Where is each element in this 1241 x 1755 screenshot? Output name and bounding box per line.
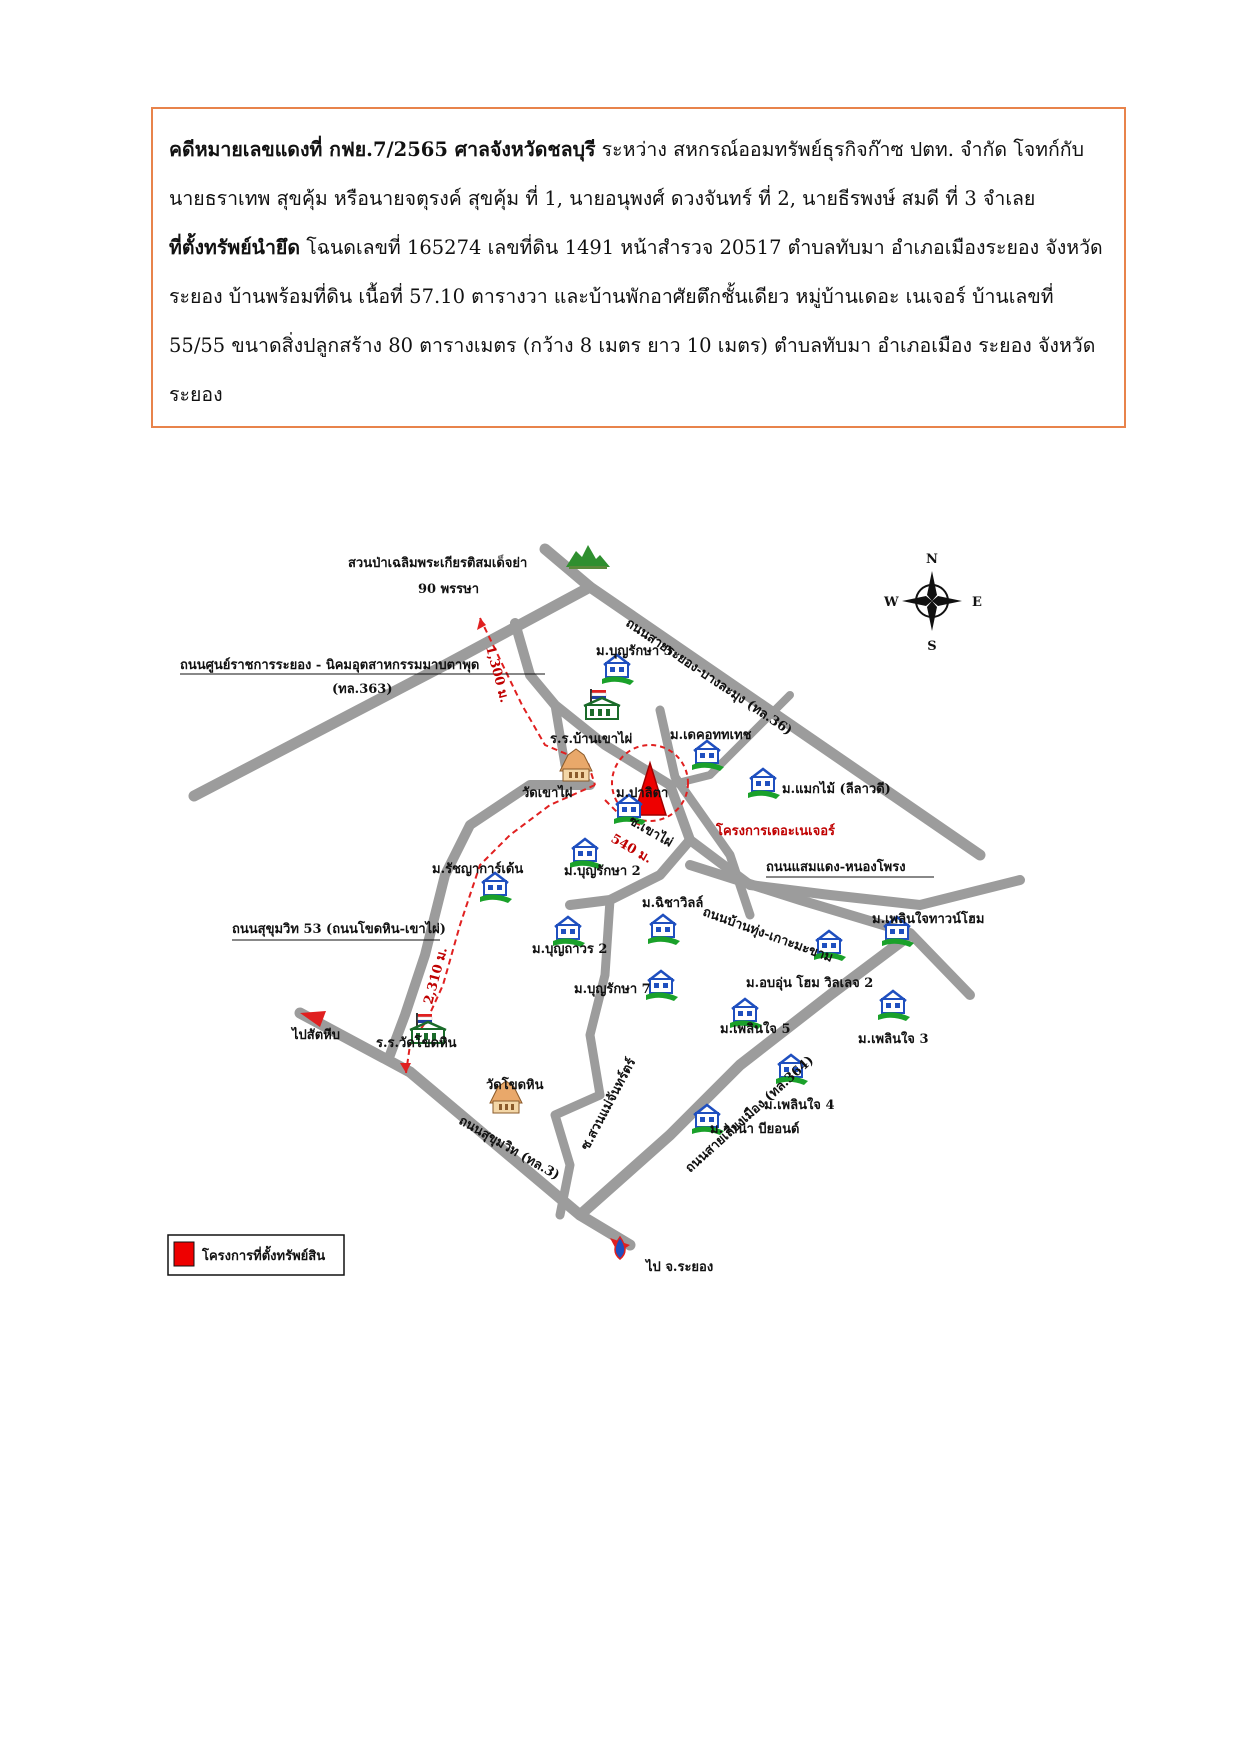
m-boonthavorn2-label: ม.บุญถาวร 2 bbox=[532, 942, 607, 957]
road-saem-label: ถนนแสมแดง-หนองโพรง bbox=[766, 858, 906, 875]
to-rayong-label: ไป จ.ระยอง bbox=[644, 1258, 713, 1275]
legend-label: โครงการที่ตั้งทรัพย์สิน bbox=[201, 1245, 325, 1264]
m-ploenjai4-label: ม.เพลินใจ 4 bbox=[764, 1096, 835, 1113]
house-icon bbox=[876, 989, 912, 1023]
case-number-label: คดีหมายเลขแดงที่ กฟย.7/2565 ศาลจังหวัดชล… bbox=[169, 138, 596, 161]
property-label: ที่ตั้งทรัพย์นำยึด bbox=[169, 236, 301, 259]
house-icon bbox=[646, 913, 682, 947]
house-icon bbox=[690, 739, 726, 773]
road-saen-muang-364 bbox=[574, 929, 916, 1221]
property-paragraph: ที่ตั้งทรัพย์นำยึด โฉนดเลขที่ 165274 เลข… bbox=[169, 223, 1107, 419]
road-ban-thung bbox=[565, 835, 695, 910]
project-marker bbox=[632, 760, 668, 816]
m-ploenjai3-label: ม.เพลินใจ 3 bbox=[858, 1030, 929, 1047]
road-sukhumvit-3 bbox=[294, 1007, 636, 1251]
project-circle bbox=[611, 744, 689, 822]
m-ploenjai-town-label: ม.เพลินใจทาวน์โฮม bbox=[872, 910, 984, 927]
compass-icon bbox=[902, 571, 962, 631]
m-decor-label: ม.เดคอททเทช bbox=[670, 728, 752, 743]
m-palita-label: ม.ปาลิตา bbox=[616, 786, 668, 801]
legend-swatch bbox=[173, 1241, 195, 1267]
road-36-label: ถนนสายระยอง-บางละมุง (ทล.36) bbox=[623, 616, 795, 739]
road-ban-thung-east bbox=[685, 860, 975, 1000]
legend: โครงการที่ตั้งทรัพย์สิน bbox=[167, 1234, 345, 1276]
m-boonrak2-label: ม.บุญรักษา 2 bbox=[564, 864, 641, 879]
route-1300 bbox=[479, 617, 596, 786]
wat-khao-phai-label: วัดเขาไผ่ bbox=[522, 784, 573, 801]
wat-khot-hin-label: วัดโขดหิน bbox=[486, 1076, 544, 1093]
road-sukhumvit-53 bbox=[385, 780, 595, 1060]
road-soi-suan bbox=[550, 895, 615, 1220]
roads bbox=[188, 543, 1025, 1251]
to-sattahip-label: ไปสัตหีบ bbox=[290, 1026, 340, 1043]
park-label: สวนป่าเฉลิมพระเกียรติสมเด็จย่า bbox=[348, 553, 527, 571]
project-label: โครงการเดอะเนเจอร์ bbox=[715, 822, 835, 839]
fuel-station-icon bbox=[614, 1235, 626, 1260]
road-maekmai bbox=[666, 691, 794, 789]
road-ban-thung-label: ถนนบ้านทุ่ง-เกาะมะขาม bbox=[701, 904, 836, 966]
m-rachada-label: ม.รัชญาการ์เด้น bbox=[432, 861, 523, 877]
m-boonrak7-label: ม.บุญรักษา 7 bbox=[574, 982, 651, 997]
m-maekmai-label: ม.แมกไม้ (ลีลาวดี) bbox=[782, 780, 891, 797]
case-paragraph: คดีหมายเลขแดงที่ กฟย.7/2565 ศาลจังหวัดชล… bbox=[169, 125, 1107, 223]
compass-w: W bbox=[883, 595, 899, 610]
road-sukhumvit-label: ถนนสุขุมวิท (ทล.3) bbox=[456, 1113, 562, 1183]
house-icon bbox=[600, 653, 636, 687]
route-arrow-south bbox=[400, 1063, 411, 1073]
park-label-2: 90 พรรษา bbox=[418, 582, 479, 597]
case-parties: ระหว่าง สหกรณ์ออมทรัพย์ธุรกิจก๊าซ ปตท. จ… bbox=[169, 138, 1084, 210]
m-obun-label: ม.อบอุ่น โฮม วิลเลจ 2 bbox=[746, 974, 873, 991]
case-info-box: คดีหมายเลขแดงที่ กฟย.7/2565 ศาลจังหวัดชล… bbox=[151, 107, 1126, 428]
compass-n: N bbox=[926, 552, 938, 567]
park-icon bbox=[566, 545, 610, 569]
house-icon bbox=[746, 767, 782, 801]
road-sukhumvit53-label: ถนนสุขุมวิท 53 (ถนนโขดหิน-เขาไผ่) bbox=[232, 920, 446, 937]
arrow-to-sattahip bbox=[300, 1011, 326, 1027]
m-boonrak3-label: ม.บุญรักษา 3 bbox=[596, 644, 673, 659]
house-icon bbox=[644, 969, 680, 1003]
compass-e: E bbox=[972, 595, 982, 610]
compass-s: S bbox=[927, 639, 936, 654]
school-khao-phai-label: ร.ร.บ้านเขาไผ่ bbox=[550, 730, 632, 747]
m-chicha-label: ม.ฉิชาวิลล์ bbox=[642, 895, 703, 911]
route-arrow-north bbox=[477, 618, 486, 630]
road-govt-code: (ทล.363) bbox=[332, 682, 393, 697]
school-khot-hin-label: ร.ร.วัดโขดหิน bbox=[376, 1034, 457, 1051]
house-icon bbox=[478, 871, 514, 905]
school-icon bbox=[582, 687, 622, 721]
road-govt-label: ถนนศูนย์ราชการระยอง - นิคมอุตสาหกรรมมาบต… bbox=[180, 657, 479, 673]
property-description: โฉนดเลขที่ 165274 เลขที่ดิน 1491 หน้าสำร… bbox=[169, 236, 1103, 406]
road-saem-daeng bbox=[665, 780, 1025, 910]
m-ploenjai5-label: ม.เพลินใจ 5 bbox=[720, 1020, 791, 1037]
location-map: N S E W สวนป่าเฉลิมพระเกียรติสมเด็จย่า 9… bbox=[167, 543, 1025, 1276]
m-wanan-label: ม.วาน่า บียอนด์ bbox=[710, 1121, 799, 1137]
road-govt-363 bbox=[188, 581, 596, 802]
